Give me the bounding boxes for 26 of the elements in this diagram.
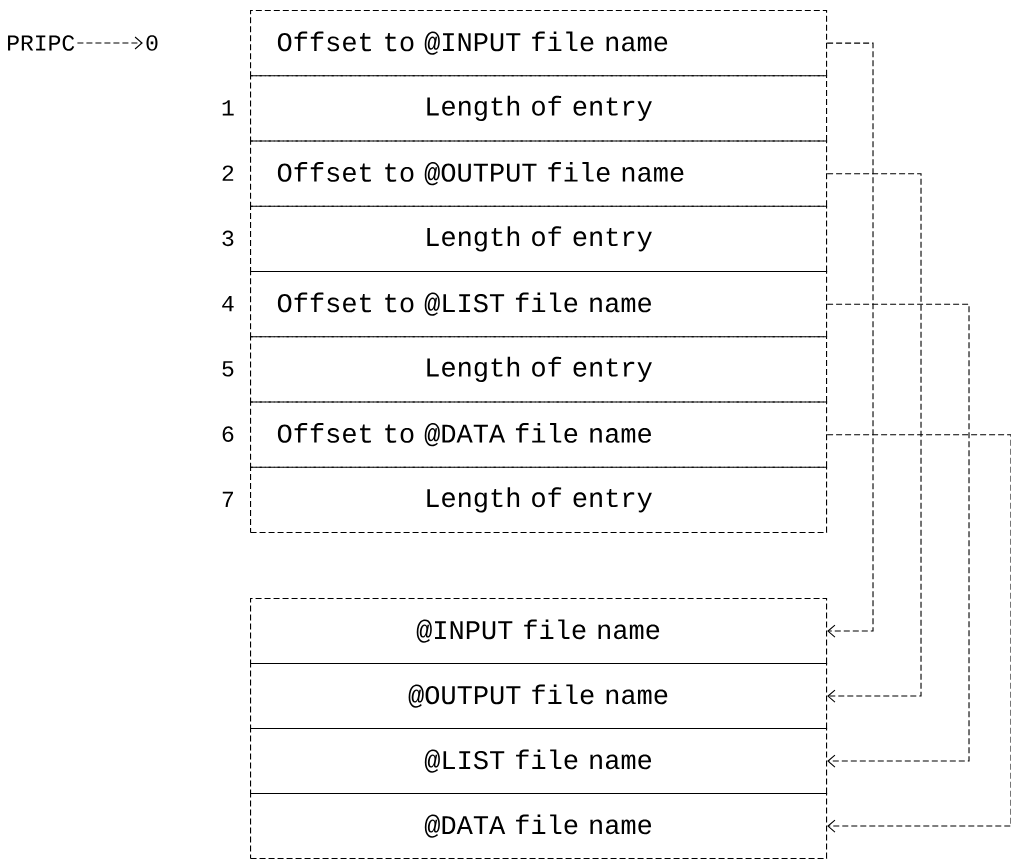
row-number: 4 [222,296,234,312]
offset-number: 0 [146,35,158,51]
table-row: Offset to @INPUT file name [250,10,828,77]
table-row: @INPUT file name [250,598,828,665]
row-number: 3 [222,230,234,247]
row-number: 2 [222,165,234,181]
table-row: Offset to @DATA file name [250,401,828,468]
arrow [826,42,874,638]
row-number: 7 [222,491,233,507]
row-number: 1 [222,100,234,116]
table-row: @OUTPUT file name [250,663,828,730]
table-row: Offset to @LIST file name [250,271,828,338]
arrow [76,36,143,50]
table-row: Length of entry [250,205,828,273]
table-row: Offset to @OUTPUT file name [250,140,828,207]
arrow [826,434,1011,833]
arrow [826,303,970,768]
arrow [826,173,922,703]
table-row: @LIST file name [250,728,828,795]
table-row: Length of entry [250,336,828,403]
pointer-name: PRIPC [8,35,75,51]
table-row: @DATA file name [250,793,828,860]
row-number: 5 [222,361,234,377]
table-row: Length of entry [250,466,828,534]
row-number: 6 [222,426,234,442]
table-row: Length of entry [250,75,828,142]
